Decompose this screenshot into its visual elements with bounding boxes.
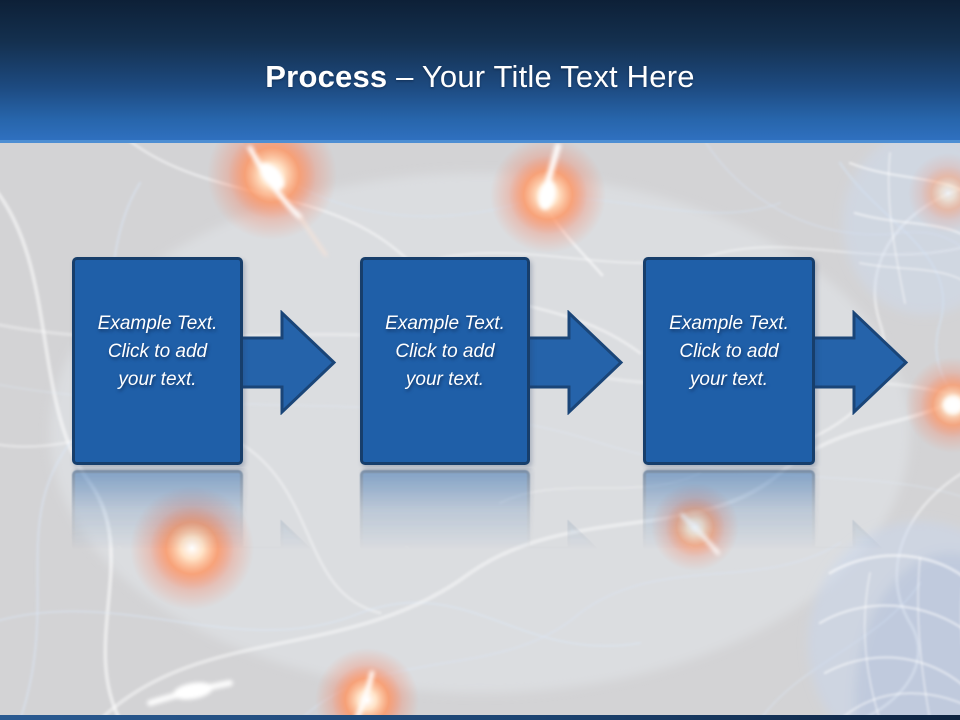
step2-line1: Example Text. <box>385 313 505 334</box>
step3-line3: your text. <box>689 369 769 390</box>
process-arrow-2[interactable] <box>527 310 624 415</box>
title-bar: Process – Your Title Text Here <box>0 0 960 143</box>
placeholder-text-1: Example Text. Click to add your text. <box>98 310 218 412</box>
step3-line1: Example Text. <box>669 313 789 334</box>
process-row: Example Text. Click to add your text. Exam… <box>0 257 960 467</box>
process-arrow-1[interactable] <box>240 310 337 415</box>
step1-line3: your text. <box>118 369 197 390</box>
title-text-rest: Your Title Text Here <box>421 59 695 94</box>
process-step-box-1[interactable]: Example Text. Click to add your text. <box>72 257 243 465</box>
title-text-bold: Process <box>265 59 388 94</box>
title-separator: – <box>387 59 422 94</box>
placeholder-text-2: Example Text. Click to add your text. <box>385 310 505 412</box>
process-step-box-3[interactable]: Example Text. Click to add your text. <box>643 257 815 465</box>
step2-line3: your text. <box>405 369 485 390</box>
step1-line1: Example Text. <box>97 313 218 334</box>
step1-line2: Click to add <box>107 341 208 362</box>
bottom-accent-bar <box>0 715 960 720</box>
step2-line2: Click to add <box>395 341 495 362</box>
process-step-box-2[interactable]: Example Text. Click to add your text. <box>360 257 530 465</box>
placeholder-text-3: Example Text. Click to add your text. <box>669 310 789 412</box>
slide-title[interactable]: Process – Your Title Text Here <box>265 45 694 95</box>
process-arrow-3[interactable] <box>812 310 909 415</box>
step3-line2: Click to add <box>679 341 779 362</box>
